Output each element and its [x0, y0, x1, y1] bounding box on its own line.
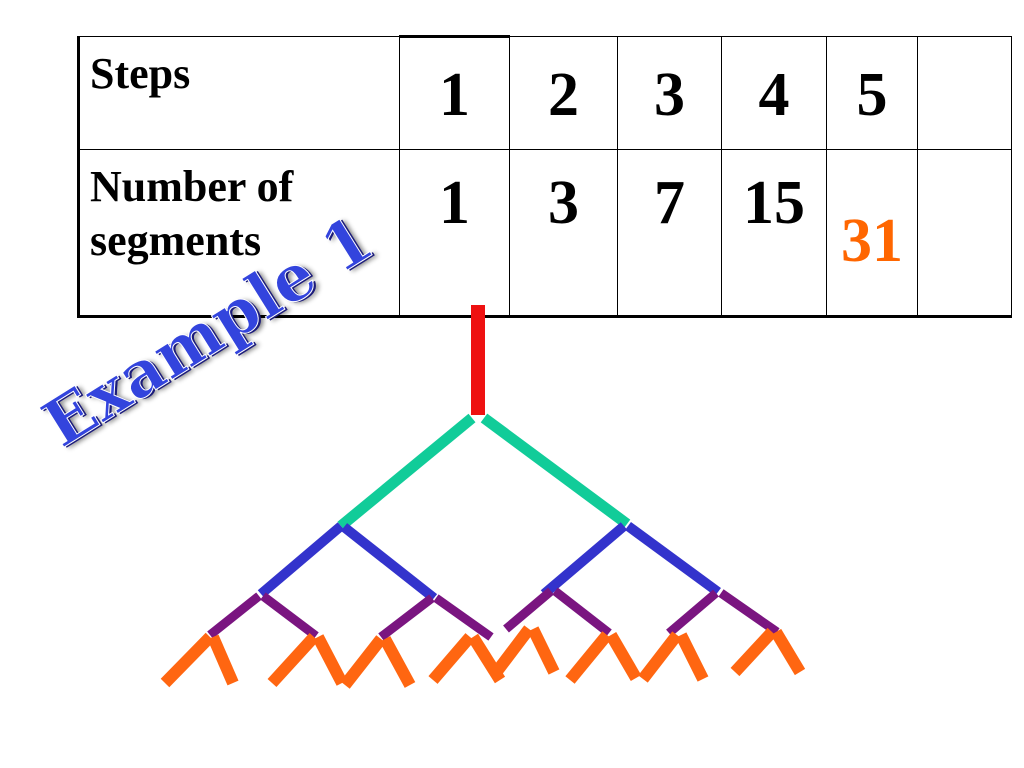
- branch-level4: [666, 589, 719, 637]
- leaf-segment: [638, 631, 682, 683]
- branch-level4: [718, 589, 780, 636]
- leaf-segment: [379, 636, 416, 688]
- leaf-segment: [490, 625, 534, 678]
- leaf-segment: [770, 628, 806, 676]
- branch-level4: [433, 594, 494, 641]
- segment-count-answer: 31: [826, 149, 918, 318]
- leaf-pair: [565, 631, 642, 684]
- branch-level3: [625, 521, 721, 597]
- branch-level3: [540, 522, 628, 598]
- branch-level3: [257, 522, 345, 598]
- leaf-segment: [340, 635, 386, 689]
- segment-count-cell: 3: [509, 149, 618, 318]
- leaf-segment: [267, 632, 319, 688]
- branch-level2: [480, 413, 631, 529]
- leaf-pair: [490, 625, 560, 678]
- segments-header-line1: Number of: [90, 162, 294, 211]
- branch-level4: [552, 587, 612, 637]
- leaf-pair: [160, 632, 239, 688]
- leaf-pair: [730, 627, 806, 677]
- branch-level4: [378, 594, 435, 641]
- leaf-segment: [675, 632, 709, 682]
- leaf-segment: [730, 627, 777, 677]
- leaf-pair: [638, 631, 709, 683]
- segment-count-cell: 15: [721, 149, 827, 318]
- leaf-segment: [527, 626, 560, 675]
- branch-level4: [503, 587, 554, 633]
- segment-count-cell-empty: [917, 149, 1012, 318]
- leaf-segment: [312, 634, 348, 686]
- step-cell: 5: [826, 36, 918, 150]
- branch-level2: [337, 413, 476, 531]
- branch-level4: [260, 592, 319, 640]
- step-cell: 2: [509, 36, 618, 150]
- leaf-pair: [267, 632, 348, 688]
- leaf-segment: [160, 632, 215, 688]
- branch-level3: [340, 523, 438, 602]
- segment-count-cell: 7: [617, 149, 722, 318]
- step-cell: 1: [399, 35, 510, 150]
- leaf-segment: [565, 631, 612, 684]
- segment-count-cell: 1: [399, 149, 510, 318]
- leaf-segment: [207, 634, 239, 686]
- leaf-pair: [340, 635, 416, 689]
- segments-header-line2: segments: [90, 215, 262, 265]
- branch-level4: [207, 592, 262, 639]
- steps-header: Steps: [77, 36, 400, 150]
- leaf-segment: [605, 631, 642, 682]
- leaf-segment: [428, 633, 475, 684]
- leaf-pair: [428, 633, 506, 684]
- step-cell: 4: [721, 36, 827, 150]
